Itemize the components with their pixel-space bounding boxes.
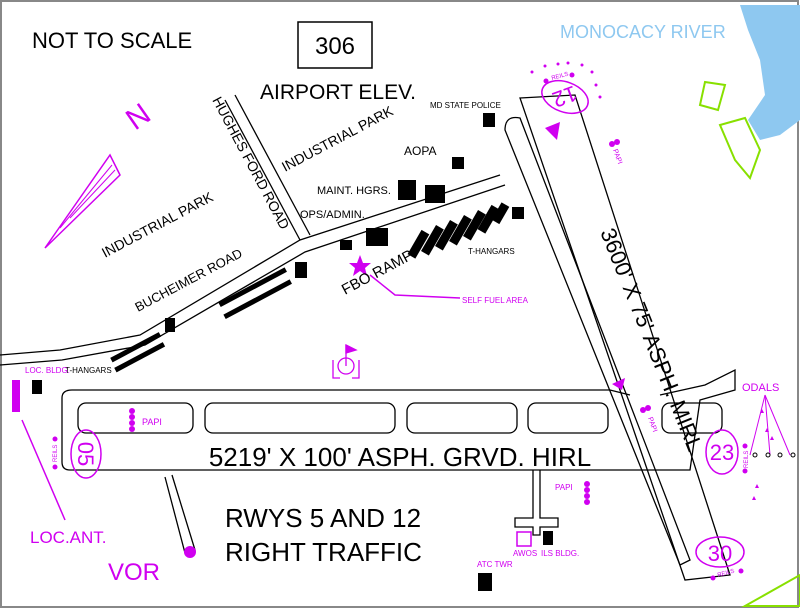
bucheimer-road xyxy=(0,174,501,356)
vor-access-road xyxy=(164,474,196,554)
loc-ant-label: LOC.ANT. xyxy=(30,528,107,547)
odals-lights xyxy=(752,452,796,458)
fbo-star-icon xyxy=(349,255,371,276)
buildings xyxy=(32,113,553,591)
vegetation xyxy=(741,573,800,607)
papi-30-label: PAPI xyxy=(646,416,658,433)
approach-light-triangles xyxy=(530,61,774,500)
runway-end-marker xyxy=(70,429,102,479)
maint-hgrs-label: MAINT. HGRS. xyxy=(317,185,391,197)
ils-bldg-label: ILS BLDG. xyxy=(541,549,579,558)
hughes-ford-road xyxy=(224,99,301,241)
papi-05-label: PAPI xyxy=(142,417,162,427)
taxiway-segment xyxy=(204,402,396,434)
elevation-value: 306 xyxy=(315,33,355,60)
reils-lights xyxy=(52,72,748,581)
fbo-ramp-label: FBO RAMP xyxy=(339,247,416,299)
awos-label: AWOS xyxy=(513,549,537,558)
beacon-icon xyxy=(332,343,360,379)
river xyxy=(740,5,800,140)
taxiway-segment xyxy=(77,402,194,434)
runway-end-marker xyxy=(705,429,739,475)
traffic-note-2: RIGHT TRAFFIC xyxy=(225,537,422,567)
bucheimer-road-label: BUCHEIMER ROAD xyxy=(132,245,244,314)
vegetation xyxy=(718,116,762,180)
runway-end-05: 05 xyxy=(73,442,98,466)
loc-ant-leader xyxy=(21,419,66,521)
md-state-police-label: MD STATE POLICE xyxy=(430,101,501,110)
ils-access-road xyxy=(514,470,559,536)
runway-05-23-desc: 5219' X 100' ASPH. GRVD. HIRL xyxy=(209,442,591,472)
runway-end-marker xyxy=(695,536,745,568)
industrial-park-label: INDUSTRIAL PARK xyxy=(99,188,216,261)
elevation-label: AIRPORT ELEV. xyxy=(260,81,416,104)
vegetation xyxy=(698,80,727,112)
taxiway-segment xyxy=(661,402,723,434)
vor-icon xyxy=(184,546,196,558)
reils-30-label: REILS xyxy=(717,569,735,579)
runway-end-30: 30 xyxy=(708,541,732,566)
loc-bldg-label: LOC. BLDG. xyxy=(25,366,70,375)
self-fuel-leader xyxy=(369,274,461,299)
t-hangars-label: T-HANGARS xyxy=(468,247,515,256)
river-label: MONOCACY RIVER xyxy=(560,22,726,42)
odals-label: ODALS xyxy=(742,382,779,394)
papi-23-label: PAPI xyxy=(555,483,573,492)
taxiway-segment xyxy=(527,402,609,434)
atc-twr-label: ATC TWR xyxy=(477,560,513,569)
awos-icon xyxy=(516,531,532,547)
self-fuel-label: SELF FUEL AREA xyxy=(462,296,529,305)
t-hangars-label: T-HANGARS xyxy=(65,366,112,375)
localizer-antenna xyxy=(12,380,20,412)
elevation-box xyxy=(297,21,373,69)
taxiway-12-30 xyxy=(504,116,691,566)
runway-end-23: 23 xyxy=(710,440,734,465)
papi-lights xyxy=(129,139,651,505)
papi-12-label: PAPI xyxy=(611,148,623,165)
hughes-ford-road-edge xyxy=(234,94,311,236)
runway-end-marker xyxy=(541,79,589,115)
reils-12-label: REILS xyxy=(551,72,569,82)
traffic-note-1: RWYS 5 AND 12 xyxy=(225,503,421,533)
reils-23-label: REILS xyxy=(744,451,750,468)
ops-admin-label: OPS/ADMIN. xyxy=(300,209,365,221)
vor-label: VOR xyxy=(108,559,160,586)
reils-05-label: REILS xyxy=(53,445,59,462)
t-hangars xyxy=(110,202,510,373)
aopa-label: AOPA xyxy=(404,144,436,158)
taxiway-segment xyxy=(406,402,518,434)
odals-leaders xyxy=(749,394,791,456)
north-label: N xyxy=(120,97,157,136)
not-to-scale-label: NOT TO SCALE xyxy=(32,28,192,53)
industrial-park-label: INDUSTRIAL PARK xyxy=(279,102,396,175)
runway-12-30-outline xyxy=(519,94,731,581)
